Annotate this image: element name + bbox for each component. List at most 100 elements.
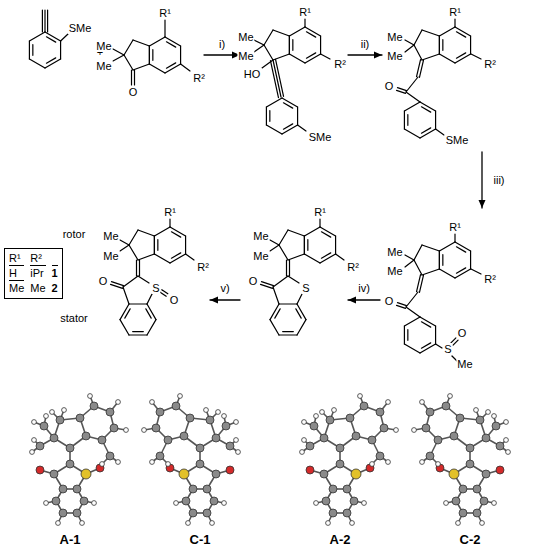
reaction-arrow xyxy=(348,297,356,304)
bond-line xyxy=(397,303,406,306)
atom-label: O xyxy=(169,294,180,306)
atom-ball xyxy=(386,460,391,465)
atom-ball xyxy=(98,436,106,444)
bond-line xyxy=(131,70,132,85)
structure-caption: A-2 xyxy=(329,534,352,546)
atom-ball xyxy=(320,470,328,478)
bond-line xyxy=(133,64,149,70)
bond-line xyxy=(439,242,455,251)
atom-label: SMe xyxy=(308,131,333,143)
atom-ball xyxy=(222,422,230,430)
atom-ball xyxy=(302,438,307,443)
bond-line xyxy=(292,40,293,51)
bond-line xyxy=(147,294,152,304)
crystal-structure xyxy=(300,394,399,526)
bond-line xyxy=(154,254,170,263)
bond-line xyxy=(113,55,124,61)
bond-line xyxy=(406,292,418,307)
atom-ball xyxy=(110,424,118,432)
bond-line xyxy=(481,152,482,208)
bond-line xyxy=(279,303,297,304)
atom-label: Me xyxy=(456,358,473,370)
bond-line xyxy=(420,129,436,138)
atom-ball xyxy=(150,460,155,465)
bond-line xyxy=(455,242,471,251)
atom-ball xyxy=(450,432,458,440)
atom-label: R¹ xyxy=(298,6,312,18)
bond-line xyxy=(270,245,279,251)
bond-line xyxy=(305,54,321,63)
bond-line xyxy=(154,236,155,254)
atom-ball xyxy=(394,428,399,433)
bond-line xyxy=(304,236,305,254)
bond-line xyxy=(304,227,320,236)
atom-ball xyxy=(152,424,160,432)
bond-line xyxy=(439,251,440,269)
atom-ball xyxy=(350,521,355,526)
bond-line xyxy=(455,269,471,278)
structure-caption: A-1 xyxy=(59,534,82,546)
bond-line xyxy=(276,59,284,96)
bond-line xyxy=(171,253,180,258)
bond-line xyxy=(435,326,436,344)
atom-ball xyxy=(473,485,481,493)
bond-line xyxy=(138,230,154,236)
bond-line xyxy=(154,236,155,254)
atom-ball xyxy=(50,410,55,415)
reaction-step: iv) xyxy=(357,282,371,294)
bond-line xyxy=(414,260,422,275)
atom-label: O xyxy=(128,86,139,98)
atom-ball xyxy=(66,444,74,452)
bond-line xyxy=(307,240,308,251)
bond-line xyxy=(406,77,418,92)
atom-ball xyxy=(186,521,191,526)
atom-ball xyxy=(203,509,211,517)
bond-line xyxy=(405,255,414,260)
bond-line xyxy=(45,59,61,68)
bond-line xyxy=(439,36,440,54)
atom-ball xyxy=(456,521,461,526)
atom-label: Me xyxy=(252,250,269,262)
atom-ball xyxy=(80,497,88,505)
bond-line xyxy=(420,344,436,353)
atom-ball xyxy=(496,442,504,450)
bond-line xyxy=(275,309,280,318)
bond-line xyxy=(289,36,290,54)
atom-ball xyxy=(504,420,509,425)
bond-line xyxy=(125,309,130,318)
atom-ball xyxy=(36,442,44,450)
bond-line xyxy=(306,32,315,37)
bond-line xyxy=(273,30,289,36)
bond-line xyxy=(419,60,423,77)
atom-ball xyxy=(88,394,93,399)
atom-label: O xyxy=(98,275,109,287)
atom-label: R¹ xyxy=(448,6,462,18)
bond-line xyxy=(407,115,408,126)
bond-line xyxy=(45,32,61,41)
bond-line xyxy=(46,37,55,42)
bond-line xyxy=(405,45,414,52)
atom-label: R¹ xyxy=(158,7,172,19)
atom-ball xyxy=(90,402,98,410)
atom-ball xyxy=(412,428,417,433)
bond-line xyxy=(397,305,406,308)
atom-ball xyxy=(459,485,467,493)
atom-ball xyxy=(480,497,488,505)
bond-line xyxy=(146,309,151,318)
bond-line xyxy=(336,254,344,260)
atom-ball xyxy=(82,432,90,440)
atom-label: R² xyxy=(196,261,210,273)
bond-line xyxy=(454,19,455,27)
crystal-structure xyxy=(142,394,241,526)
atom-ball xyxy=(350,497,358,505)
atom-label: R¹ xyxy=(163,206,177,218)
reaction-step: i) xyxy=(218,38,226,50)
bond-line xyxy=(282,125,298,134)
bond-line xyxy=(286,260,287,276)
atom-ball xyxy=(36,466,44,474)
atom-label: R² xyxy=(483,58,497,70)
table-cell: Me xyxy=(30,282,45,295)
bond-line xyxy=(270,320,279,335)
atom-ball xyxy=(352,432,360,440)
table-cell: iPr xyxy=(30,267,45,281)
